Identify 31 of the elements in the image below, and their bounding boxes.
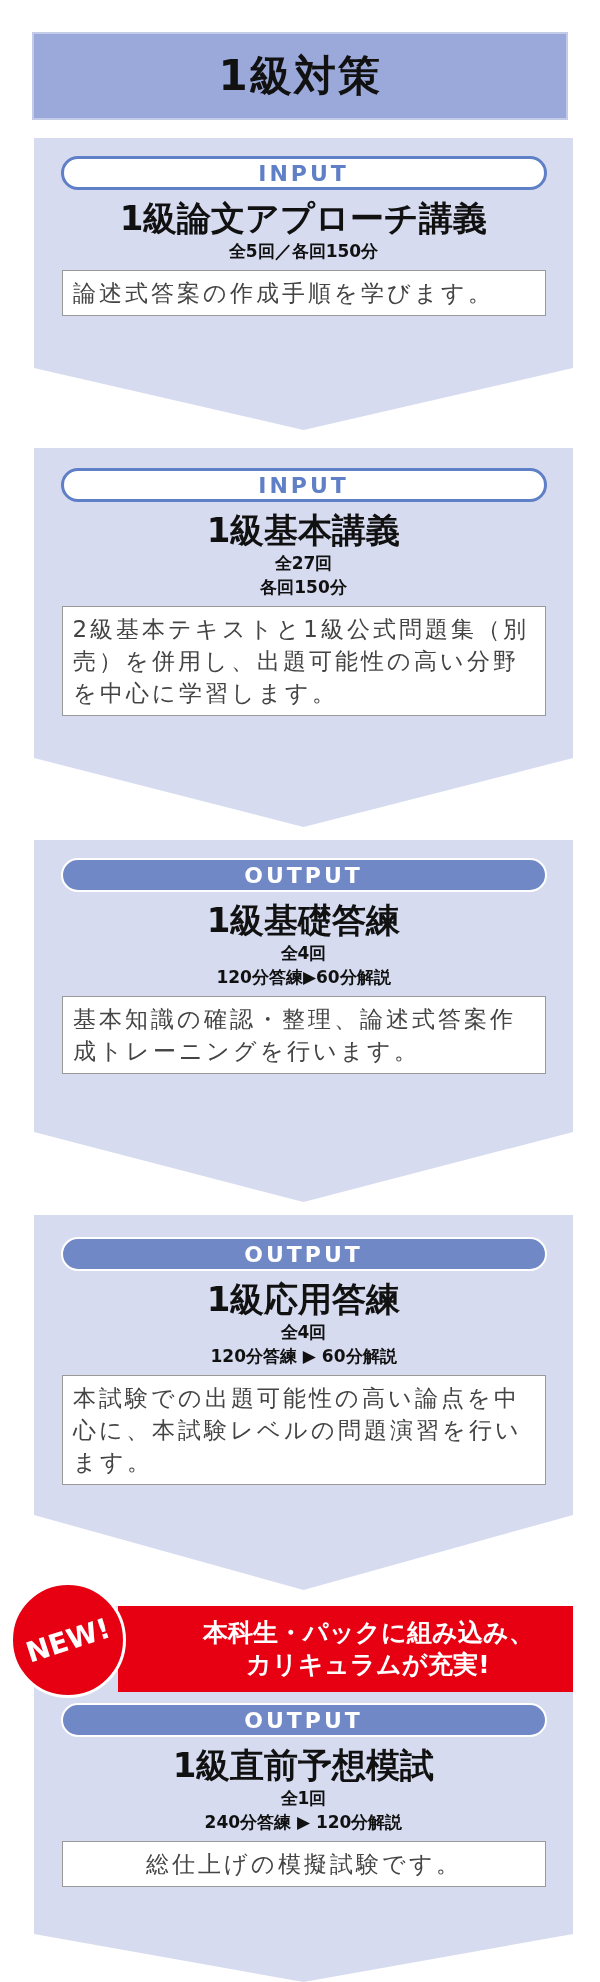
course-title: 1級論文アプローチ講義 — [119, 198, 488, 238]
course-title: 1級直前予想模試 — [172, 1745, 435, 1785]
chevron-panel — [34, 138, 573, 430]
schedule-text: 全4回 — [280, 1321, 327, 1343]
category-pill: OUTPUT — [60, 1703, 547, 1737]
category-pill: INPUT — [60, 468, 547, 502]
schedule-text: 各回150分 — [260, 576, 347, 598]
schedule-text: 全5回／各回150分 — [228, 240, 379, 262]
schedule-text: 240分答練 ▶ 120分解説 — [204, 1811, 403, 1833]
title-band: 1級対策 — [32, 32, 568, 120]
course-title: 1級基本講義 — [206, 510, 401, 550]
schedule-text: 全4回 — [280, 942, 327, 964]
course-title: 1級基礎答練 — [206, 900, 401, 940]
schedule-text: 全27回 — [274, 552, 333, 574]
category-pill: INPUT — [60, 156, 547, 190]
schedule-text: 120分答練 ▶ 60分解説 — [210, 1345, 397, 1367]
new-badge: NEW! — [10, 1582, 126, 1698]
course-title: 1級応用答練 — [206, 1279, 401, 1319]
announcement-banner: 本科生・パックに組み込み、カリキュラムが充実! — [118, 1606, 573, 1692]
schedule-text: 120分答練▶60分解説 — [216, 966, 391, 988]
schedule-text: 全1回 — [280, 1787, 327, 1809]
description-box: 基本知識の確認・整理、論述式答案作成トレーニングを行います。 — [61, 996, 546, 1074]
chevron-panel — [34, 448, 573, 827]
chevron-panel — [34, 840, 573, 1202]
description-box: 本試験での出題可能性の高い論点を中心に、本試験レベルの問題演習を行います。 — [61, 1375, 546, 1485]
category-pill: OUTPUT — [60, 858, 547, 892]
description-box: 2級基本テキストと1級公式問題集（別売）を併用し、出題可能性の高い分野を中心に学習します。 — [61, 606, 546, 716]
category-pill: OUTPUT — [60, 1237, 547, 1271]
description-box: 論述式答案の作成手順を学びます。 — [61, 270, 546, 316]
chevron-panel — [34, 1215, 573, 1590]
description-box: 総仕上げの模擬試験です。 — [61, 1841, 546, 1887]
